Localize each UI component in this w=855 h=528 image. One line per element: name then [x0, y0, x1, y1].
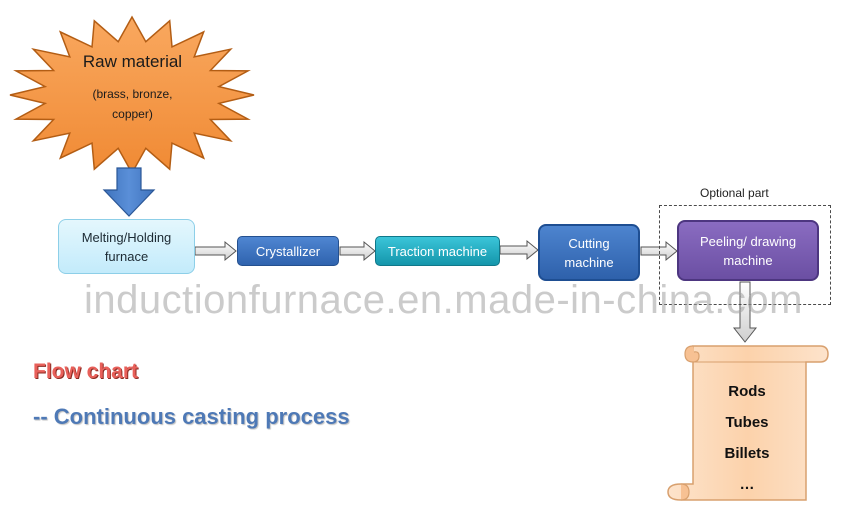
arrow-peeling-to-products [732, 281, 758, 343]
product-billets: Billets [724, 445, 770, 462]
cutting-line2: machine [564, 254, 614, 270]
flow-chart-subtitle: -- Continuous casting process [33, 404, 350, 429]
melting-holding-furnace-node: Melting/Holding furnace [58, 219, 195, 274]
product-rods: Rods [728, 383, 766, 400]
raw-material-detail-line1: (brass, bronze, [92, 87, 173, 101]
traction-machine-node: Traction machine [375, 236, 500, 266]
products-scroll [667, 345, 829, 501]
optional-part-label: Optional part [700, 186, 769, 200]
arrow-traction-to-cutting [499, 239, 539, 261]
melting-line2: furnace [104, 248, 149, 264]
traction-machine-label: Traction machine [387, 243, 488, 259]
peeling-line1: Peeling/ drawing [699, 233, 797, 249]
arrow-melting-to-crystallizer [194, 240, 237, 262]
crystallizer-label: Crystallizer [255, 243, 321, 259]
cutting-line1: Cutting [568, 235, 610, 251]
cutting-machine-node: Cutting machine [538, 224, 640, 281]
down-arrow-blue [102, 167, 156, 217]
flow-chart-title: Flow chart [33, 360, 139, 383]
optional-part-box [659, 205, 831, 305]
peeling-drawing-machine-node: Peeling/ drawing machine [677, 220, 819, 281]
arrow-crystallizer-to-traction [339, 240, 376, 262]
product-more: … [739, 476, 755, 493]
raw-material-label: Raw material (brass, bronze, copper) [60, 52, 205, 124]
watermark: inductionfurnace.en.made-in-china.com [84, 278, 803, 322]
peeling-line2: machine [723, 252, 773, 268]
melting-line1: Melting/Holding [81, 229, 172, 245]
products-list: Rods Tubes Billets … [697, 380, 797, 504]
product-tubes: Tubes [725, 414, 769, 431]
raw-material-detail: (brass, bronze, copper) [60, 84, 205, 124]
raw-material-detail-line2: copper) [112, 107, 153, 121]
crystallizer-node: Crystallizer [237, 236, 339, 266]
raw-material-title: Raw material [82, 52, 183, 71]
